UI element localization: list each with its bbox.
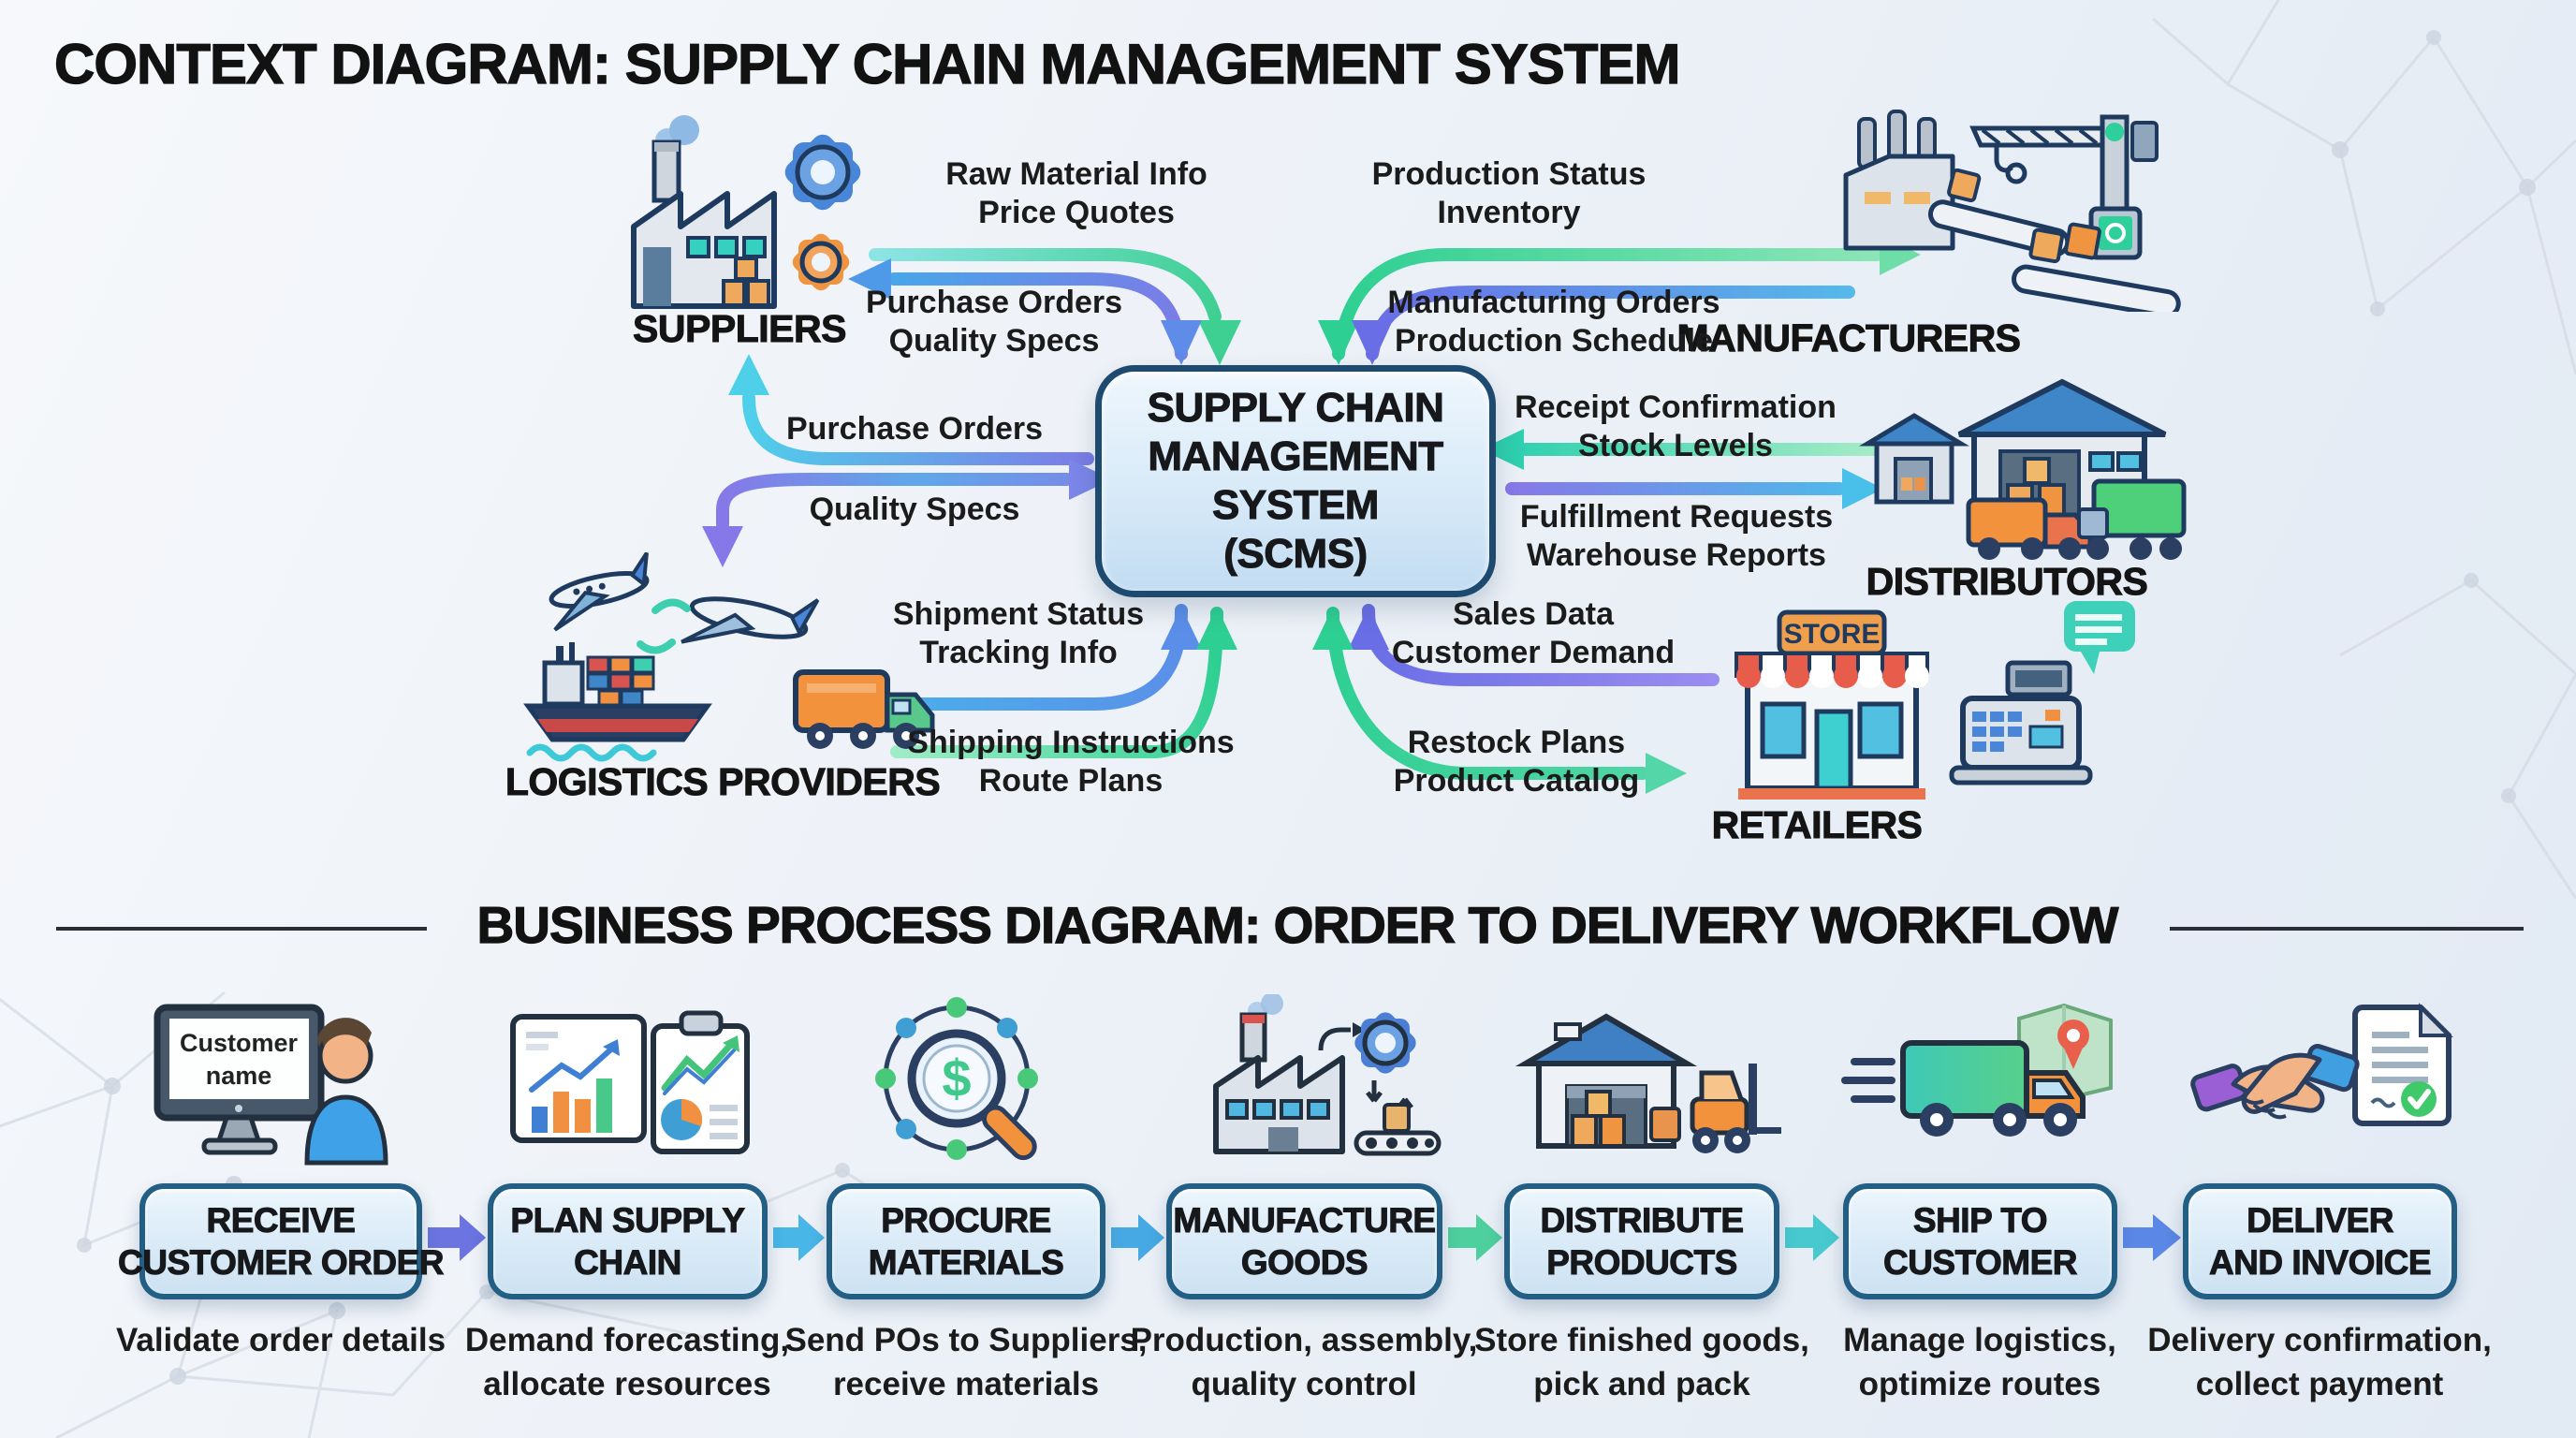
step-box-plan-supply-chain: PLAN SUPPLY CHAIN: [488, 1183, 768, 1299]
flow-label-sales-data: Sales Data Customer Demand: [1391, 596, 1676, 670]
step-desc-plan-supply-chain: Demand forecasting, allocate resources: [464, 1322, 790, 1402]
suppliers-label: SUPPLIERS: [633, 307, 847, 351]
flow-label-fulfillment-requests: Fulfillment Requests Warehouse Reports: [1519, 499, 1834, 573]
logistics-transport-icon: [515, 552, 945, 763]
distributors-warehouse-icon: [1858, 376, 2195, 564]
divider-left: [56, 927, 427, 931]
dollar-symbol: $: [942, 1049, 971, 1108]
flow-label-receipt-confirmation: Receipt Confirmation Stock Levels: [1515, 389, 1837, 463]
context-diagram-title: CONTEXT DIAGRAM: SUPPLY CHAIN MANAGEMENT…: [53, 32, 1681, 95]
manufacture-factory-icon: [1164, 994, 1444, 1168]
flow-label-quality-specs-mid: Quality Specs: [809, 492, 1020, 527]
step-desc-deliver-invoice: Delivery confirmation, collect payment: [2147, 1322, 2492, 1402]
flow-label-purchase-quality: Purchase Orders Quality Specs: [865, 285, 1123, 359]
scms-line: (SCMS): [1223, 531, 1368, 578]
step-box-receive-order: RECEIVE CUSTOMER ORDER: [118, 1183, 445, 1299]
flow-label-shipment-status: Shipment Status Tracking Info: [892, 596, 1145, 670]
distributors-label: DISTRIBUTORS: [1866, 560, 2148, 604]
planning-charts-icon: [487, 998, 768, 1167]
step-box-deliver-invoice: DELIVER AND INVOICE: [2183, 1183, 2457, 1299]
procurement-icon: $: [826, 994, 1106, 1168]
step-desc-distribute-products: Store finished goods, pick and pack: [1474, 1322, 1809, 1402]
manufacturers-factory-icon: [1833, 108, 2200, 312]
store-sign-text: STORE: [1784, 619, 1881, 650]
process-step-arrows: [428, 1214, 2181, 1261]
flow-label-manufacturing-orders: Manufacturing Orders Production Schedule: [1387, 285, 1720, 359]
step-box-distribute-products: DISTRIBUTE PRODUCTS: [1504, 1183, 1779, 1299]
logistics-label: LOGISTICS PROVIDERS: [505, 760, 941, 804]
flow-label-shipping-instructions: Shipping Instructions Route Plans: [907, 725, 1235, 799]
flow-label-purchase-orders-mid: Purchase Orders: [785, 411, 1044, 447]
scms-line: MANAGEMENT: [1148, 433, 1444, 480]
manufacturers-label: MANUFACTURERS: [1676, 316, 2022, 360]
step-desc-receive-order: Validate order details: [115, 1322, 446, 1358]
monitor-text-line2: name: [206, 1062, 272, 1090]
monitor-text-line1: Customer: [180, 1029, 299, 1057]
divider-right: [2170, 927, 2524, 931]
warehouse-forklift-icon: [1501, 998, 1782, 1167]
retailers-store-icon: STORE: [1727, 588, 2148, 813]
process-diagram-title: BUSINESS PROCESS DIAGRAM: ORDER TO DELIV…: [476, 895, 2119, 954]
handshake-invoice-icon: [2179, 994, 2460, 1168]
step-box-procure-materials: PROCURE MATERIALS: [827, 1183, 1105, 1299]
flow-label-production-status: Production Status Inventory: [1371, 156, 1647, 230]
flow-label-restock-plans: Restock Plans Product Catalog: [1393, 725, 1640, 799]
delivery-truck-icon: [1839, 994, 2120, 1168]
step-box-manufacture-goods: MANUFACTURE GOODS: [1166, 1183, 1442, 1299]
step-desc-procure-materials: Send POs to Suppliers, receive materials: [784, 1322, 1148, 1402]
scms-system-box: SUPPLY CHAIN MANAGEMENT SYSTEM (SCMS): [1095, 365, 1496, 597]
retailers-label: RETAILERS: [1711, 803, 1923, 847]
scms-line: SYSTEM: [1212, 482, 1380, 529]
flow-label-raw-material: Raw Material Info Price Quotes: [945, 156, 1208, 230]
suppliers-factory-icon: [613, 114, 875, 320]
step-box-ship-to-customer: SHIP TO CUSTOMER: [1843, 1183, 2117, 1299]
scms-line: SUPPLY CHAIN: [1147, 385, 1444, 432]
step-desc-manufacture-goods: Production, assembly, quality control: [1130, 1322, 1478, 1402]
customer-order-icon: Customer name: [140, 998, 421, 1167]
step-desc-ship-to-customer: Manage logistics, optimize routes: [1843, 1322, 2116, 1402]
